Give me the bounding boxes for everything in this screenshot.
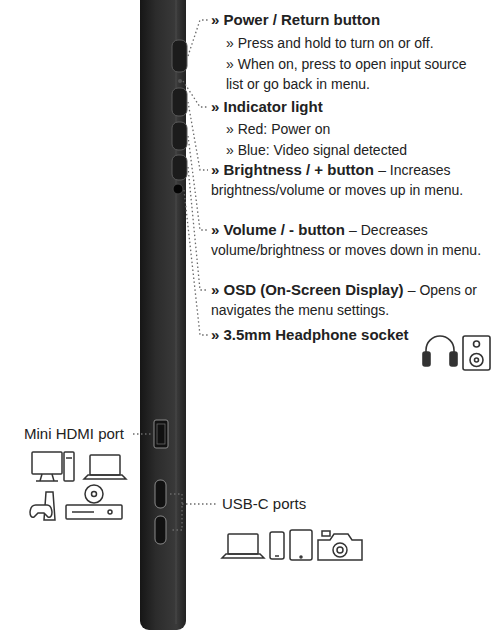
- headphone-jack: [173, 184, 183, 194]
- usb-c-port: [155, 516, 166, 544]
- dvd-player-icon: [66, 505, 122, 519]
- camera-icon: [318, 534, 362, 560]
- leader-line: [170, 494, 182, 530]
- usb-c-port: [155, 480, 166, 508]
- laptop-icon: [228, 534, 258, 554]
- port-label: Mini HDMI port: [24, 424, 136, 444]
- label-text: » Volume / - button: [211, 221, 345, 238]
- label-text: USB-C ports: [222, 495, 306, 512]
- button-heading: » Power / Return button: [211, 10, 491, 30]
- desktop-icon: [32, 452, 62, 474]
- label-text: » Brightness / + button: [211, 161, 374, 178]
- leader-lines: [133, 20, 218, 530]
- mini-hdmi-port: [154, 420, 168, 448]
- label-text: » Indicator light: [211, 98, 323, 115]
- brightness-button: [172, 88, 187, 116]
- speaker-icon: [463, 336, 490, 370]
- button-description: » OSD (On-Screen Display)– Opens or navi…: [211, 280, 491, 320]
- bullet-note: » Red: Power on: [226, 119, 491, 139]
- leader-line: [133, 433, 152, 434]
- label-text: » Power / Return button: [211, 11, 380, 28]
- leader-line: [184, 190, 208, 335]
- label-text: » Red: Power on: [226, 121, 330, 137]
- audio-icons: [423, 336, 490, 370]
- label-text: » 3.5mm Headphone socket: [211, 326, 409, 343]
- bullet-note: » Press and hold to turn on or off.: [226, 33, 491, 53]
- controller-icon: [30, 505, 52, 517]
- bullet-note: » When on, press to open input source li…: [226, 54, 484, 94]
- leader-line: [183, 81, 208, 107]
- label-text: Mini HDMI port: [24, 425, 124, 442]
- leader-line: [182, 503, 218, 504]
- tablet-icon: [290, 530, 312, 560]
- phone-icon: [270, 532, 284, 559]
- laptop-icon: [90, 455, 120, 475]
- part-heading: » Indicator light: [211, 97, 491, 117]
- label-text: » OSD (On-Screen Display): [211, 281, 404, 298]
- label-text: » Press and hold to turn on or off.: [226, 35, 434, 51]
- leader-line: [188, 102, 208, 170]
- bullet-note: » Blue: Video signal detected: [226, 140, 491, 160]
- button-description: » Brightness / + button– Increases brigh…: [211, 160, 491, 200]
- button-description: » Volume / - button– Decreases volume/br…: [211, 220, 491, 260]
- label-text: » When on, press to open input source li…: [226, 56, 466, 92]
- volume-button: [172, 122, 187, 150]
- osd-button: [172, 155, 187, 180]
- leader-line: [188, 167, 208, 290]
- mini-hdmi-inner: [157, 424, 165, 444]
- indicator-light: [178, 79, 182, 83]
- port-label: USB-C ports: [222, 494, 342, 514]
- hdmi-device-icons: [30, 452, 126, 520]
- label-text: » Blue: Video signal detected: [226, 142, 407, 158]
- monitor-body: [140, 0, 186, 630]
- leader-line: [188, 20, 208, 56]
- leader-line: [188, 136, 208, 230]
- power-button: [172, 40, 187, 72]
- usb-device-icons: [222, 530, 362, 560]
- part-heading: » 3.5mm Headphone socket: [211, 325, 421, 345]
